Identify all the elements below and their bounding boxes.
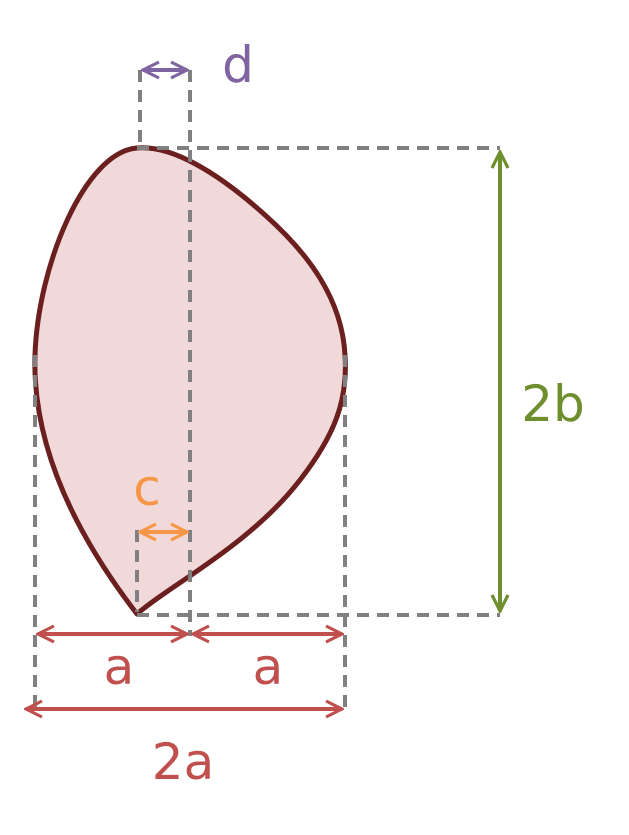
d-label: d xyxy=(222,36,254,94)
two-a-label: 2a xyxy=(152,733,214,791)
a-left-label: a xyxy=(104,638,135,696)
a-right-label: a xyxy=(253,638,284,696)
c-label: c xyxy=(133,459,161,517)
guide-lines xyxy=(33,70,500,710)
two-b-label: 2b xyxy=(521,375,585,433)
